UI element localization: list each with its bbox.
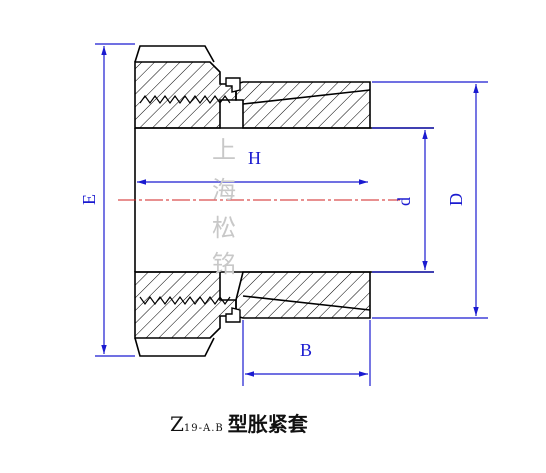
- dimensions: [95, 43, 488, 386]
- lower-taper-line: [242, 295, 371, 311]
- caption-model-sub: 19-A.B: [183, 423, 224, 434]
- upper-taper-line: [242, 89, 371, 105]
- watermark-char-2: 海: [212, 176, 236, 204]
- label-B: B: [300, 340, 312, 360]
- lower-nut: [134, 271, 237, 339]
- label-H: H: [248, 148, 261, 168]
- upper-taper-sleeve: [235, 81, 371, 129]
- lower-section: [134, 271, 434, 357]
- label-E: E: [79, 194, 99, 205]
- upper-thread: [139, 94, 231, 105]
- watermark-char-1: 上: [212, 136, 236, 164]
- lower-hook: [225, 307, 241, 323]
- lower-taper-sleeve: [235, 271, 371, 319]
- upper-nut: [134, 61, 237, 129]
- caption-model: Z: [170, 412, 184, 436]
- caption-title: 型胀紧套: [227, 412, 308, 436]
- lower-thread: [139, 295, 231, 306]
- upper-nut-flange: [134, 45, 215, 63]
- watermark-char-3: 松: [212, 214, 236, 242]
- label-d: d: [394, 197, 414, 206]
- upper-section: [134, 45, 434, 129]
- watermark-char-4: 铭: [212, 250, 236, 278]
- label-D: D: [446, 193, 466, 206]
- upper-hook: [225, 77, 241, 93]
- lower-nut-flange: [134, 337, 215, 357]
